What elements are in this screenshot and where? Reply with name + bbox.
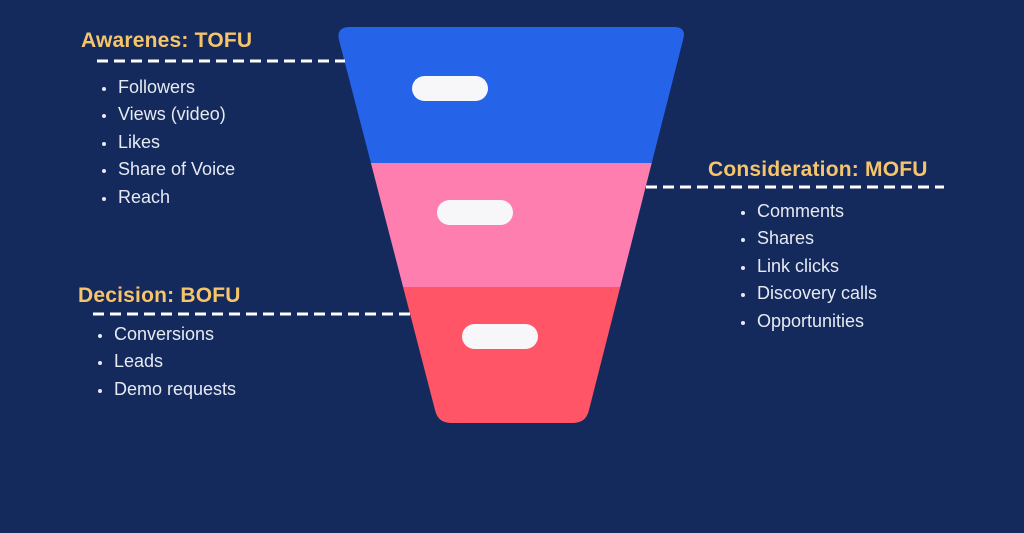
metric-item: Views (video) (117, 101, 235, 128)
mofu-pill (437, 200, 513, 225)
metric-item: Likes (117, 129, 235, 156)
metric-item: Opportunities (756, 308, 877, 335)
bofu-pill (462, 324, 538, 349)
metric-item: Comments (756, 198, 877, 225)
metric-item: Demo requests (113, 376, 236, 403)
metric-item: Link clicks (756, 253, 877, 280)
tofu-title: Awarenes: TOFU (81, 29, 253, 52)
metric-item: Discovery calls (756, 280, 877, 307)
metric-item: Conversions (113, 321, 236, 348)
mofu-title: Consideration: MOFU (708, 158, 928, 181)
bofu-metric-list: Conversions Leads Demo requests (93, 321, 236, 403)
metric-item: Followers (117, 74, 235, 101)
metric-item: Leads (113, 348, 236, 375)
bofu-title: Decision: BOFU (78, 284, 241, 307)
metric-item: Shares (756, 225, 877, 252)
metric-item: Share of Voice (117, 156, 235, 183)
mofu-metric-list: Comments Shares Link clicks Discovery ca… (736, 198, 877, 335)
funnel-bofu-section (338, 287, 684, 423)
metric-item: Reach (117, 184, 235, 211)
funnel-tofu-section (338, 27, 684, 163)
funnel-shape (338, 27, 684, 423)
funnel-mofu-section (338, 163, 684, 287)
tofu-metric-list: Followers Views (video) Likes Share of V… (97, 74, 235, 211)
tofu-pill (412, 76, 488, 101)
